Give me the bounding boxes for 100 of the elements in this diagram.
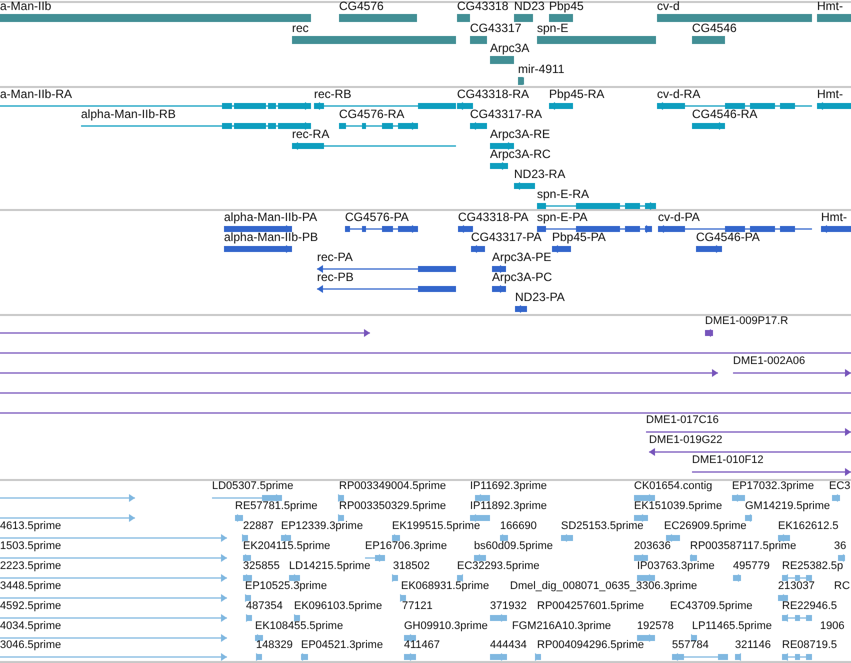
feature-label: EK068931.5prime [401,580,490,593]
feature-label: EC3 [829,480,850,493]
feature-label: ND23-PA [515,291,565,304]
feature-label: 487354 [246,600,283,613]
feature-label: 4613.5prime [0,520,62,533]
feature-label: CG4576-PA [345,211,410,224]
feature-label: EC26909.5prime [664,520,747,533]
feature-label: CG43317-RA [470,108,542,121]
feature-label: GH09910.3prime [404,620,488,633]
feature-label: CG4576-RA [339,108,406,121]
feature-label: ND23 [514,0,545,13]
feature-label: 213037 [778,580,815,593]
feature-label: 3046.5prime [0,639,62,652]
feature-label: spn-E-RA [537,188,590,201]
feature-label: a-Man-IIb-RA [0,88,74,101]
feature-label: rec-PA [317,251,354,264]
feature-label: 4592.5prime [0,600,62,613]
feature-label: CG4546-PA [696,231,760,244]
feature-label: Arpc3A-PE [492,251,552,264]
feature-label: FGM216A10.3prime [512,620,612,633]
feature-label: EP04521.3prime [301,639,383,652]
feature-label: rec-PB [317,271,355,284]
feature-label: 192578 [637,620,674,633]
feature-label: Hmt- [817,0,844,13]
feature-label: 22887 [243,520,274,533]
feature-label: CG43317-PA [471,231,542,244]
feature-label: 3448.5prime [0,580,62,593]
feature-label: DME1-019G22 [649,434,724,447]
feature-label: 411467 [404,639,440,652]
feature-label: CG43318 [457,0,508,13]
feature-label: RE22946.5 [782,600,838,613]
feature-label: EK199515.5prime [392,520,480,533]
feature-label: RE57781.5prime [235,500,318,513]
feature-label: EK204115.5prime [243,540,330,553]
feature-label: CG43318-PA [458,211,528,224]
feature-label: DME1-010F12 [692,454,765,467]
feature-label: DME1-017C16 [646,414,720,427]
feature-label: CK01654.contig [634,480,712,493]
feature-label: EK151039.5prime [634,500,722,513]
feature-label: 321146 [735,639,771,652]
feature-label: LD14215.5prime [289,560,370,573]
feature-label: 318502 [393,560,430,573]
feature-label: CG43318-RA [457,88,530,101]
feature-label: Pbp45-RA [549,88,604,101]
feature-label: 325855 [243,560,280,573]
feature-label: 1503.5prime [0,540,62,553]
feature-label: RP003349004.5prime [339,480,446,493]
feature-label: 166690 [500,520,537,533]
feature-label: 148329 [256,639,293,652]
feature-label: cv-d [657,0,681,13]
feature-label: 4034.5prime [0,620,62,633]
feature-label: ND23-RA [514,168,566,181]
feature-label: Arpc3A [490,42,530,55]
feature-label: EK162612.5 [778,520,839,533]
feature-label: cv-d-PA [658,211,701,224]
feature-label: Dmel_dig_008071_0635_3306.3prime [510,580,698,593]
feature-label: CG43317 [470,22,522,35]
feature-label: Hmt- [817,88,844,101]
feature-label: bs60d09.5prime [474,540,553,553]
feature-label: IP03763.3prime [637,560,715,573]
feature-label: EC32293.5prime [457,560,540,573]
feature-label: LD05307.5prime [212,480,294,493]
feature-label: EP16706.3prime [365,540,447,553]
feature-label: Hmt- [821,211,848,224]
feature-label: Arpc3A-RE [490,128,550,141]
feature-label: spn-E-PA [537,211,588,224]
feature-label: CG4546 [692,22,737,35]
feature-label: 2223.5prime [0,560,62,573]
feature-label: 444434 [490,639,527,652]
feature-label: RC [834,580,850,593]
feature-label: spn-E [537,22,570,35]
feature-label: CG4576 [339,0,385,13]
feature-label: 203636 [634,540,671,553]
feature-label: EC43709.5prime [670,600,753,613]
feature-label: EK108455.5prime [255,620,344,633]
feature-label: RE25382.5p [782,560,844,573]
feature-label: cv-d-RA [657,88,702,101]
feature-label: DME1-002A06 [733,355,806,368]
feature-label: a-Man-IIb [0,0,52,13]
feature-label: IP11892.3prime [470,500,547,513]
feature-label: SD25153.5prime [561,520,644,533]
feature-label: GM14219.5prime [745,500,830,513]
feature-label: DME1-009P17.R [705,315,788,328]
feature-label: RP004094296.5prime [537,639,644,652]
feature-label: alpha-Man-IIb-PA [224,211,318,224]
feature-label: 1906 [820,620,844,633]
feature-label: 77121 [402,600,433,613]
feature-label: LP11465.5prime [692,620,772,633]
feature-label: 36 [834,540,846,553]
feature-label: RP003350329.5prime [339,500,446,513]
feature-label: IP11692.3prime [470,480,547,493]
feature-label: RP004257601.5prime [537,600,644,613]
feature-label: EK096103.5prime [294,600,382,613]
feature-label: 371932 [490,600,527,613]
feature-label: mir-4911 [518,63,564,76]
feature-label: alpha-Man-IIb-PB [224,231,318,244]
feature-label: RP003587117.5prime [690,540,796,553]
feature-label: 495779 [733,560,770,573]
feature-label: rec-RA [292,128,330,141]
feature-label: rec-RB [314,88,352,101]
